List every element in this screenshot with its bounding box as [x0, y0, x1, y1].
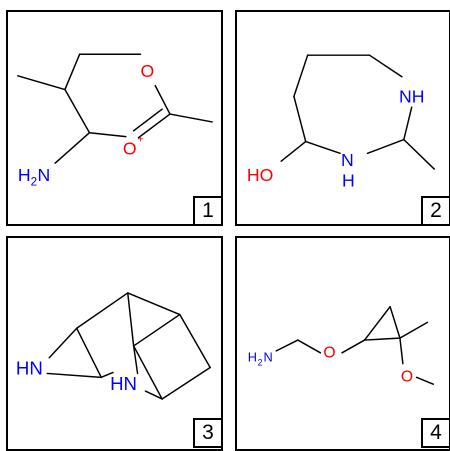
molecule-number-2: 2 [421, 196, 449, 224]
hydroxyl-label: HO [247, 165, 273, 185]
structure-4: H 2 N O O [248, 305, 435, 385]
amine-subscript-label: 2 [258, 358, 263, 368]
ether-oxygen-label: O [323, 345, 335, 362]
molecule-panel-2: NH N H HO 2 [235, 10, 450, 226]
molecule-number-1: 1 [193, 196, 221, 224]
molecule-panel-3: HN HN 3 [6, 236, 223, 451]
amine-subscript-label: 2 [31, 176, 38, 189]
structure-1: O O + H 2 N [17, 53, 213, 189]
ring-nh-bottom-h-label: H [342, 171, 355, 191]
ring-nh-bottom-n-label: N [341, 150, 354, 170]
molecule-panel-1: O O + H 2 N 1 [6, 10, 223, 226]
methoxy-oxygen-label: O [401, 368, 413, 385]
amine-h-label: H [18, 165, 31, 185]
ring-nh-top-label: NH [399, 86, 425, 106]
structure-3: HN HN [16, 292, 211, 400]
positive-charge-label: + [138, 134, 144, 146]
aziridine-nh-left-label: HN [16, 357, 43, 378]
amine-n-label: N [264, 350, 273, 365]
molecule-panel-4: H 2 N O O 4 [235, 236, 450, 451]
structure-2: NH N H HO [247, 54, 436, 191]
molecule-number-4: 4 [421, 418, 449, 448]
oxonium-oxygen-label: O [123, 138, 137, 158]
molecule-number-3: 3 [193, 418, 221, 448]
amine-h-label: H [248, 350, 257, 365]
aziridine-nh-mid-label: HN [110, 373, 137, 394]
ring-oxygen-label: O [141, 61, 155, 81]
amine-n-label: N [37, 165, 50, 185]
